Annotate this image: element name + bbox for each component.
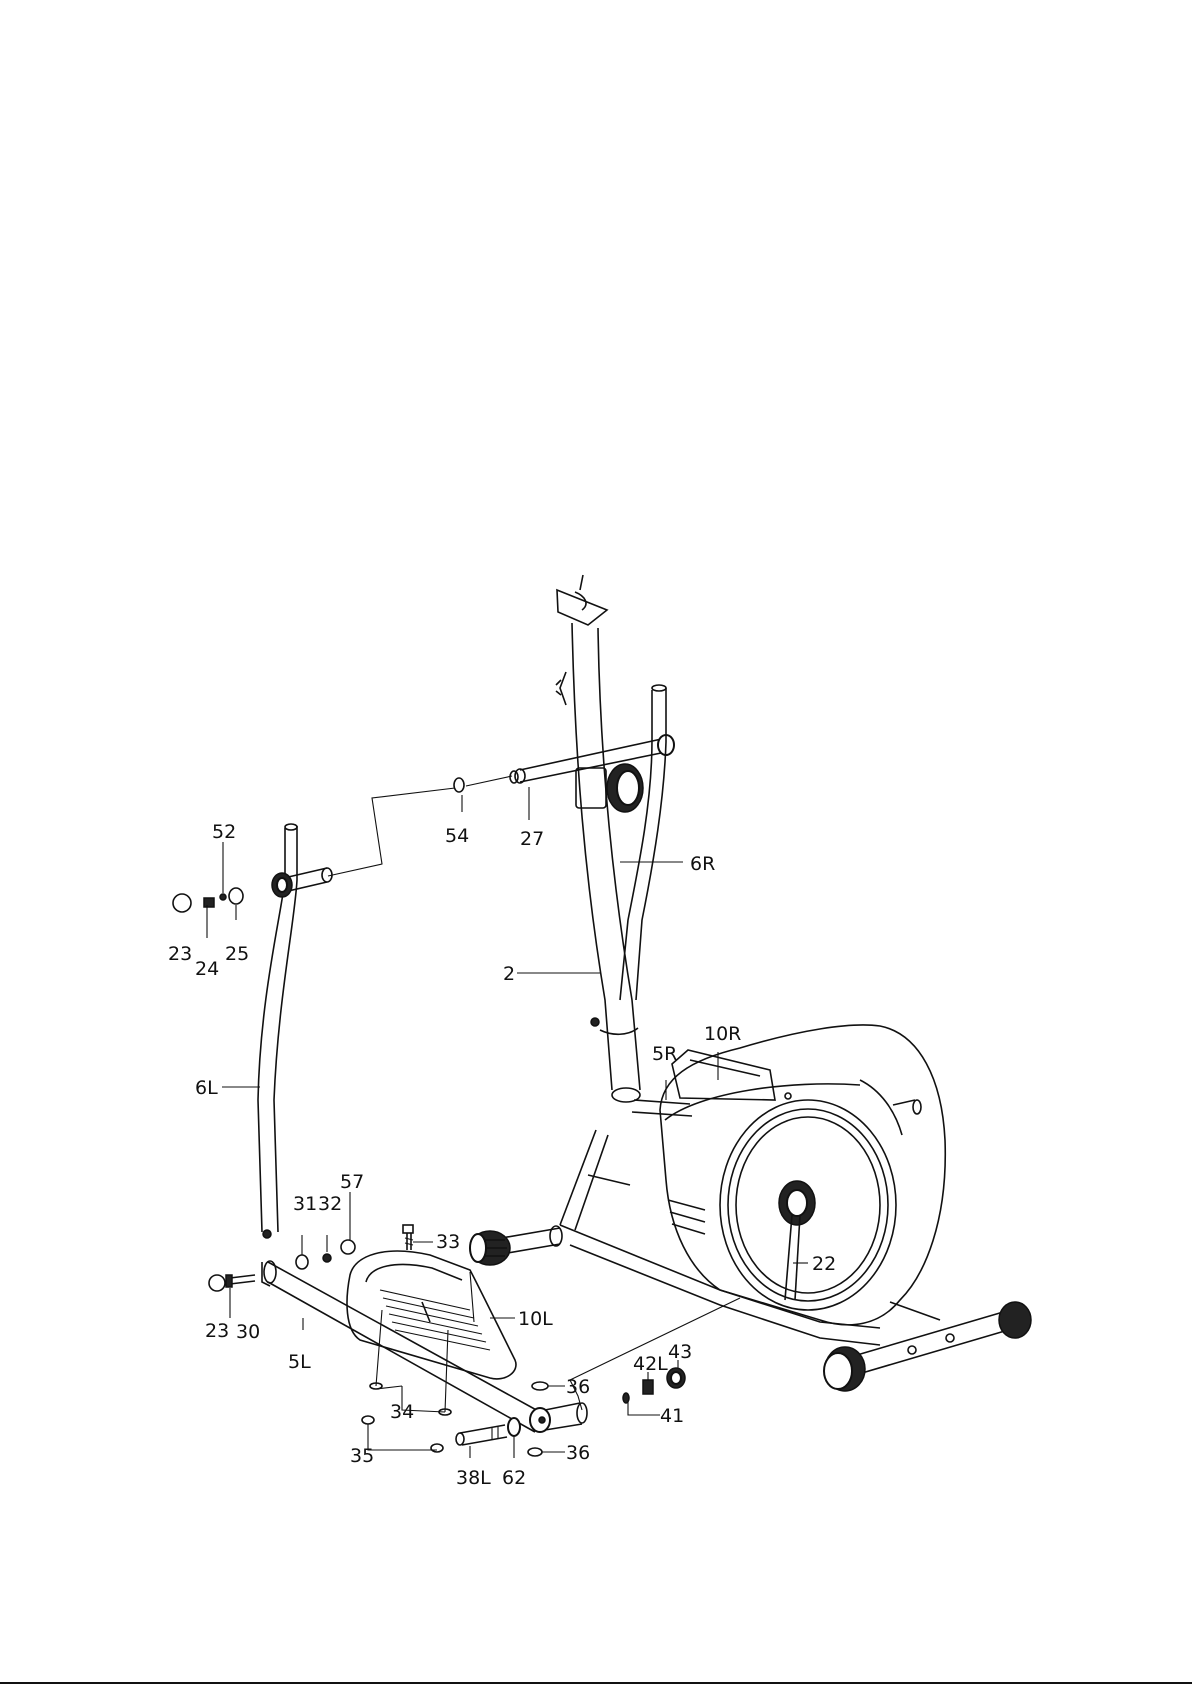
left-pedal (347, 1251, 516, 1379)
label-36a: 36 (566, 1376, 590, 1398)
label-43: 43 (668, 1341, 692, 1363)
flywheel-housing (660, 1025, 945, 1325)
page-bottom-rule (0, 1682, 1192, 1684)
label-62: 62 (502, 1467, 526, 1489)
label-31: 31 (293, 1193, 317, 1215)
main-frame-mast (556, 575, 640, 1102)
label-38L: 38L (456, 1467, 491, 1489)
label-33: 33 (436, 1231, 460, 1253)
pedal-bolt (403, 1225, 413, 1250)
label-10R: 10R (704, 1023, 741, 1045)
label-24: 24 (195, 958, 219, 980)
label-2: 2 (503, 963, 515, 985)
label-41: 41 (660, 1405, 684, 1427)
label-34: 34 (390, 1401, 414, 1423)
label-6L: 6L (195, 1077, 218, 1099)
part-labels: 52 54 27 6R 23 24 25 2 10R 5R 6L 57 31 3… (168, 821, 836, 1489)
label-36b: 36 (566, 1442, 590, 1464)
right-handlebar (620, 685, 666, 1000)
part-54-ring (454, 778, 464, 792)
label-23a: 23 (168, 943, 192, 965)
label-5L: 5L (288, 1351, 311, 1373)
left-handlebar (258, 824, 332, 1238)
left-link-hardware (209, 1240, 355, 1291)
label-23b: 23 (205, 1320, 229, 1342)
label-35: 35 (350, 1445, 374, 1467)
label-54: 54 (445, 825, 469, 847)
label-22: 22 (812, 1253, 836, 1275)
base-frame (470, 1225, 1031, 1391)
left-pedal-link (262, 1261, 587, 1432)
label-57: 57 (340, 1171, 364, 1193)
label-27: 27 (520, 828, 544, 850)
label-25: 25 (225, 943, 249, 965)
right-pedal-link (560, 1100, 705, 1234)
left-pivot-hardware (173, 888, 243, 912)
label-30: 30 (236, 1321, 260, 1343)
label-32: 32 (318, 1193, 342, 1215)
label-42L: 42L (633, 1353, 668, 1375)
label-52: 52 (212, 821, 236, 843)
part-27-bushing (510, 771, 518, 783)
label-6R: 6R (690, 853, 715, 875)
label-5R: 5R (652, 1043, 677, 1065)
label-10L: 10L (518, 1308, 553, 1330)
